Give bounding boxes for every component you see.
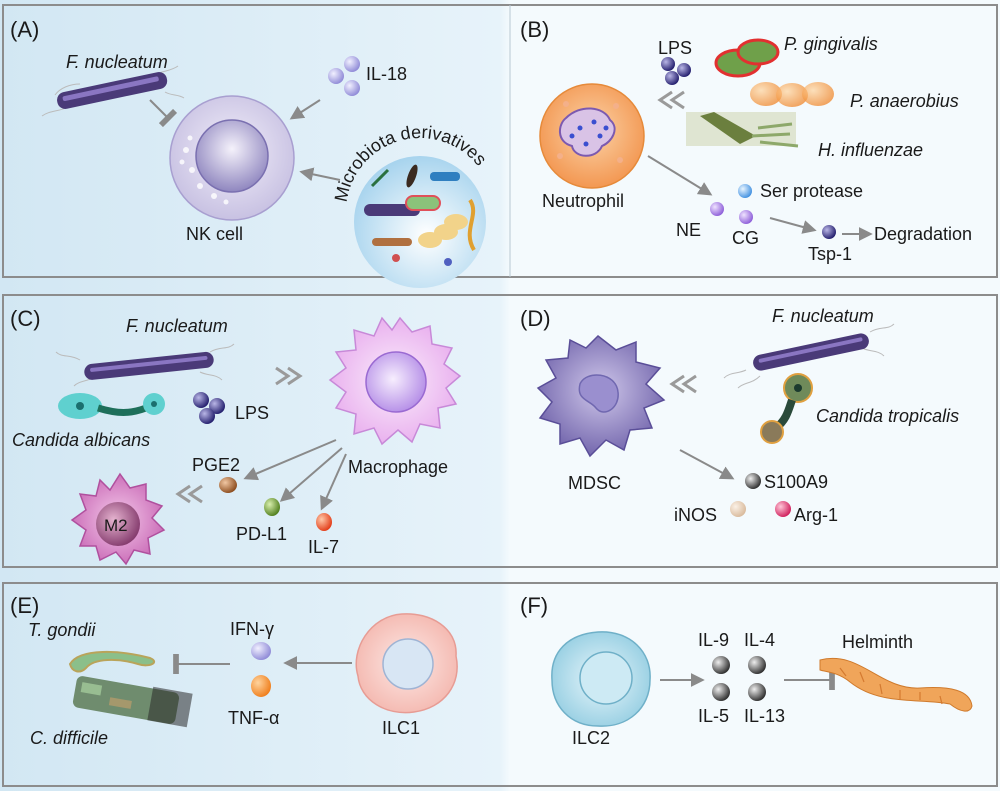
fnucleatum-bacterium-icon-c <box>55 343 235 387</box>
macrophage-label: Macrophage <box>348 457 448 477</box>
candida-tropicalis-icon <box>760 373 813 444</box>
ifn-gamma-label: IFN-γ <box>230 619 274 639</box>
tnf-alpha-icon <box>251 675 271 697</box>
pge2-label: PGE2 <box>192 455 240 475</box>
cg-icon <box>739 210 753 224</box>
macrophage-icon <box>328 316 462 446</box>
fnucleatum-label-c: F. nucleatum <box>126 316 228 336</box>
panel-a-label: (A) <box>10 17 39 42</box>
s100a9-icon <box>745 473 761 489</box>
il5-label: IL-5 <box>698 706 729 726</box>
c-difficile-label: C. difficile <box>30 728 108 748</box>
lps-cluster-icon-b <box>661 57 691 85</box>
cg-label: CG <box>732 228 759 248</box>
nk-cell-icon <box>169 95 295 221</box>
panel-f: (F) ILC2 IL-9 IL-4 IL-5 IL-13 Helminth <box>520 593 973 748</box>
row-frame-2 <box>2 294 998 568</box>
panel-e: (E) T. gondii C. difficile IFN-γ TNF-α I… <box>10 593 458 748</box>
candida-tropicalis-label: Candida tropicalis <box>816 406 959 426</box>
il7-icon <box>316 513 332 531</box>
mdsc-icon <box>536 335 666 458</box>
c-difficile-icon <box>72 676 193 728</box>
il18-label: IL-18 <box>366 64 407 84</box>
m2-label: M2 <box>104 516 128 535</box>
ne-label: NE <box>676 220 701 240</box>
chevron-arrow-icon-b <box>657 90 685 110</box>
t-gondii-label: T. gondii <box>28 620 96 640</box>
ilc2-label: ILC2 <box>572 728 610 748</box>
il7-label: IL-7 <box>308 537 339 557</box>
microbiota-sphere-icon <box>354 156 486 288</box>
il4-label: IL-4 <box>744 630 775 650</box>
row-frame-3 <box>2 582 998 787</box>
il13-icon <box>748 683 766 701</box>
tnf-alpha-label: TNF-α <box>228 708 279 728</box>
fnucleatum-label-d: F. nucleatum <box>772 306 874 326</box>
fnucleatum-bacterium-icon <box>41 65 185 117</box>
panel-d: (D) F. nucleatum Candida tropicalis MDSC <box>520 306 959 525</box>
chevron-arrow-icon-c2 <box>175 484 203 504</box>
il13-label: IL-13 <box>744 706 785 726</box>
chevron-arrow-icon-d <box>669 374 697 394</box>
panel-a: (A) F. nucleatum IL-18 <box>10 17 491 288</box>
il9-label: IL-9 <box>698 630 729 650</box>
panel-d-label: (D) <box>520 306 551 331</box>
ser-protease-icon <box>738 184 752 198</box>
ne-icon <box>710 202 724 216</box>
m2-macrophage-icon <box>70 472 166 566</box>
fnucleatum-bacterium-icon-d <box>723 323 895 389</box>
panel-c: (C) F. nucleatum Candida albicans LPS <box>10 306 462 566</box>
pge2-icon <box>219 477 237 493</box>
helminth-label: Helminth <box>842 632 913 652</box>
ilc1-label: ILC1 <box>382 718 420 738</box>
candida-albicans-icon <box>58 393 165 419</box>
il5-icon <box>712 683 730 701</box>
ifn-gamma-icon <box>251 642 271 660</box>
mdsc-label: MDSC <box>568 473 621 493</box>
il9-icon <box>712 656 730 674</box>
s100a9-label: S100A9 <box>764 472 828 492</box>
tsp1-icon <box>822 225 836 239</box>
panel-c-label: (C) <box>10 306 41 331</box>
p-anaerobius-icon <box>750 82 834 107</box>
t-gondii-icon <box>68 651 156 673</box>
p-gingivalis-label: P. gingivalis <box>784 34 878 54</box>
neutrophil-label: Neutrophil <box>542 191 624 211</box>
lps-label-c: LPS <box>235 403 269 423</box>
p-anaerobius-label: P. anaerobius <box>850 91 959 111</box>
lps-cluster-icon-c <box>193 392 225 424</box>
pd-l1-icon <box>264 498 280 516</box>
helminth-icon <box>819 657 973 712</box>
row-frame-1 <box>2 4 998 278</box>
ser-protease-label: Ser protease <box>760 181 863 201</box>
panel-f-label: (F) <box>520 593 548 618</box>
p-gingivalis-icon <box>714 38 780 78</box>
il4-icon <box>748 656 766 674</box>
panel-frames <box>2 4 998 787</box>
inos-icon <box>730 501 746 517</box>
panel-b: (B) LPS P. gingivalis P. anaerobius H. i… <box>520 17 972 264</box>
arg1-label: Arg-1 <box>794 505 838 525</box>
nk-cell-label: NK cell <box>186 224 243 244</box>
tsp1-label: Tsp-1 <box>808 244 852 264</box>
fnucleatum-label-a: F. nucleatum <box>66 52 168 72</box>
panel-e-label: (E) <box>10 593 39 618</box>
ilc2-icon <box>551 631 651 727</box>
neutrophil-icon <box>539 83 645 189</box>
h-influenzae-icon <box>686 112 799 148</box>
pd-l1-label: PD-L1 <box>236 524 287 544</box>
candida-albicans-label: Candida albicans <box>12 430 150 450</box>
ilc1-icon <box>355 613 458 714</box>
chevron-arrow-icon-c <box>275 366 303 386</box>
il18-cytokine-icon <box>328 56 360 96</box>
arg1-icon <box>775 501 791 517</box>
inos-label: iNOS <box>674 505 717 525</box>
degradation-label: Degradation <box>874 224 972 244</box>
lps-label-b: LPS <box>658 38 692 58</box>
h-influenzae-label: H. influenzae <box>818 140 923 160</box>
panel-b-label: (B) <box>520 17 549 42</box>
